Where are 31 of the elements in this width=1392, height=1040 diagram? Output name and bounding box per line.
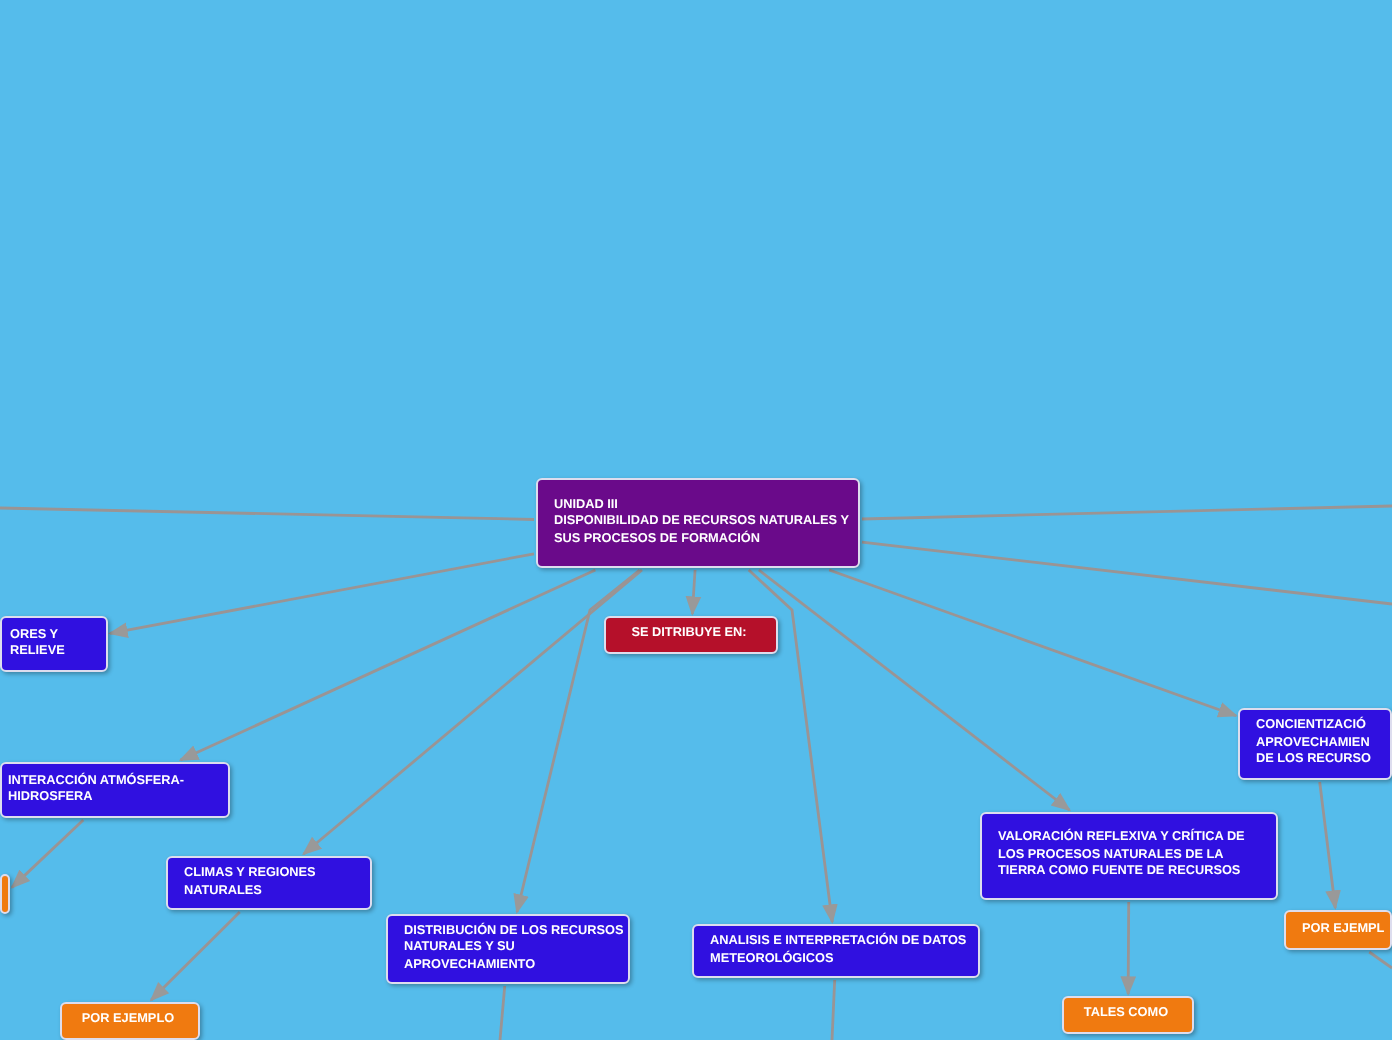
connector-line bbox=[498, 985, 507, 1040]
arrow bbox=[178, 568, 596, 762]
concept-box bbox=[536, 478, 860, 568]
concept-box bbox=[0, 616, 108, 672]
arrow bbox=[302, 568, 643, 856]
concept-box bbox=[692, 924, 980, 978]
arrow bbox=[747, 568, 838, 924]
connector-line bbox=[0, 506, 535, 521]
concept-box bbox=[386, 914, 630, 984]
arrow bbox=[1120, 902, 1137, 996]
concept-box bbox=[604, 616, 778, 654]
concept-box bbox=[1284, 910, 1392, 950]
concept-box bbox=[1238, 708, 1392, 780]
concept-box bbox=[166, 856, 372, 910]
concept-box bbox=[980, 812, 1278, 900]
arrow bbox=[108, 552, 535, 638]
arrow bbox=[149, 911, 241, 1002]
connector-line bbox=[830, 979, 837, 1040]
arrow bbox=[828, 568, 1238, 718]
empty-box bbox=[0, 874, 10, 914]
arrow bbox=[757, 568, 1071, 812]
connector-line bbox=[1368, 950, 1392, 970]
connector-line bbox=[861, 540, 1392, 606]
arrow bbox=[10, 819, 85, 889]
concept-box bbox=[0, 762, 230, 818]
concept-box bbox=[60, 1002, 200, 1040]
concept-box bbox=[1062, 996, 1194, 1034]
arrow bbox=[1318, 781, 1341, 910]
arrow bbox=[685, 569, 702, 616]
connector-line bbox=[861, 504, 1392, 521]
arrow bbox=[513, 568, 641, 914]
